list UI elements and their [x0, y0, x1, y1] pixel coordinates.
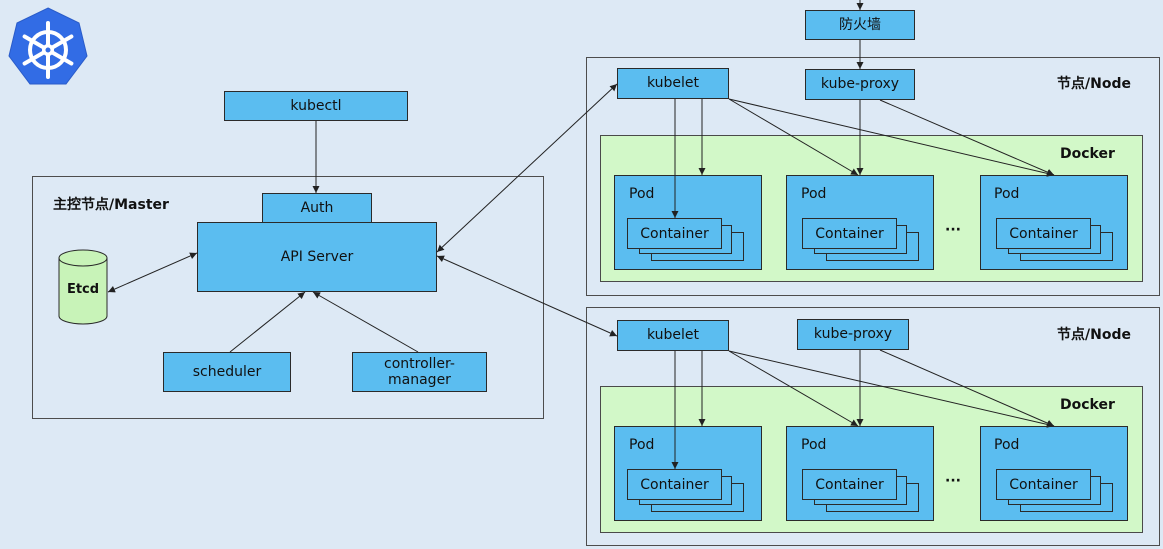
- scheduler-label: scheduler: [192, 363, 262, 380]
- arrow-kubelet2-pod3: [728, 350, 1055, 428]
- firewall-box: 防火墙: [805, 10, 915, 40]
- arrow-proxy2-pod3: [879, 349, 1055, 427]
- docker-title-1: Docker: [1060, 146, 1115, 162]
- pod-label-1-3: Pod: [994, 186, 1020, 202]
- container-label-2-2: Container: [815, 476, 884, 493]
- kubelet-box-1: kubelet: [617, 68, 729, 99]
- container-2-2: Container: [802, 469, 897, 500]
- etcd-database: Etcd: [57, 248, 109, 326]
- container-2-3: Container: [996, 469, 1091, 500]
- arrow-api-server-kubelet-1: [436, 83, 618, 253]
- pod-label-1-1: Pod: [629, 186, 655, 202]
- arrow-kubelet1-pod3: [728, 98, 1055, 177]
- firewall-label: 防火墙: [839, 16, 881, 33]
- kubectl-box: kubectl: [224, 91, 408, 121]
- container-label-2-1: Container: [640, 476, 709, 493]
- api-server-box: API Server: [197, 222, 437, 292]
- pod-label-2-2: Pod: [801, 437, 827, 453]
- kube-proxy-label-2: kube-proxy: [813, 326, 893, 343]
- arrow-api-server-kubelet-2: [436, 255, 618, 337]
- auth-label: Auth: [300, 199, 334, 216]
- auth-box: Auth: [262, 193, 372, 223]
- kubelet-label-2: kubelet: [646, 327, 700, 344]
- kube-proxy-label-1: kube-proxy: [820, 76, 900, 93]
- api-server-label: API Server: [280, 248, 354, 265]
- worker-node-1-title: 节点/Node: [1057, 76, 1131, 92]
- pod-ellipsis-1: ···: [945, 222, 961, 238]
- database-cylinder-icon: [58, 249, 108, 325]
- pod-label-2-1: Pod: [629, 437, 655, 453]
- container-1-3: Container: [996, 218, 1091, 249]
- container-label-1-3: Container: [1009, 225, 1078, 242]
- worker-node-2-frame: [586, 307, 1160, 546]
- arrow-controller-manager-to-api-server: [312, 291, 419, 353]
- docker-title-2: Docker: [1060, 397, 1115, 413]
- kubelet-box-2: kubelet: [617, 320, 729, 351]
- container-label-1-1: Container: [640, 225, 709, 242]
- kubernetes-logo: [6, 6, 90, 92]
- container-label-1-2: Container: [815, 225, 884, 242]
- kubectl-label: kubectl: [290, 97, 342, 114]
- arrow-kubelet2-pod2: [728, 350, 859, 427]
- kubelet-label-1: kubelet: [646, 75, 700, 92]
- container-1-2: Container: [802, 218, 897, 249]
- kube-proxy-box-1: kube-proxy: [805, 69, 915, 100]
- scheduler-box: scheduler: [163, 352, 291, 392]
- etcd-label: Etcd: [66, 282, 100, 297]
- arrow-proxy1-pod3: [879, 99, 1055, 176]
- controller-manager-box: controller- manager: [352, 352, 487, 392]
- controller-manager-label: controller- manager: [384, 355, 455, 388]
- pod-ellipsis-2: ···: [945, 473, 961, 489]
- kube-proxy-box-2: kube-proxy: [797, 319, 909, 350]
- arrow-scheduler-to-api-server: [229, 291, 306, 353]
- container-2-1: Container: [627, 469, 722, 500]
- master-node-title: 主控节点/Master: [53, 197, 169, 213]
- container-1-1: Container: [627, 218, 722, 249]
- arrow-etcd-api-server: [107, 252, 198, 293]
- container-label-2-3: Container: [1009, 476, 1078, 493]
- worker-node-2-title: 节点/Node: [1057, 327, 1131, 343]
- arrow-kubelet1-pod2: [728, 98, 859, 176]
- pod-label-1-2: Pod: [801, 186, 827, 202]
- pod-label-2-3: Pod: [994, 437, 1020, 453]
- kubernetes-helm-wheel-icon: [8, 7, 88, 85]
